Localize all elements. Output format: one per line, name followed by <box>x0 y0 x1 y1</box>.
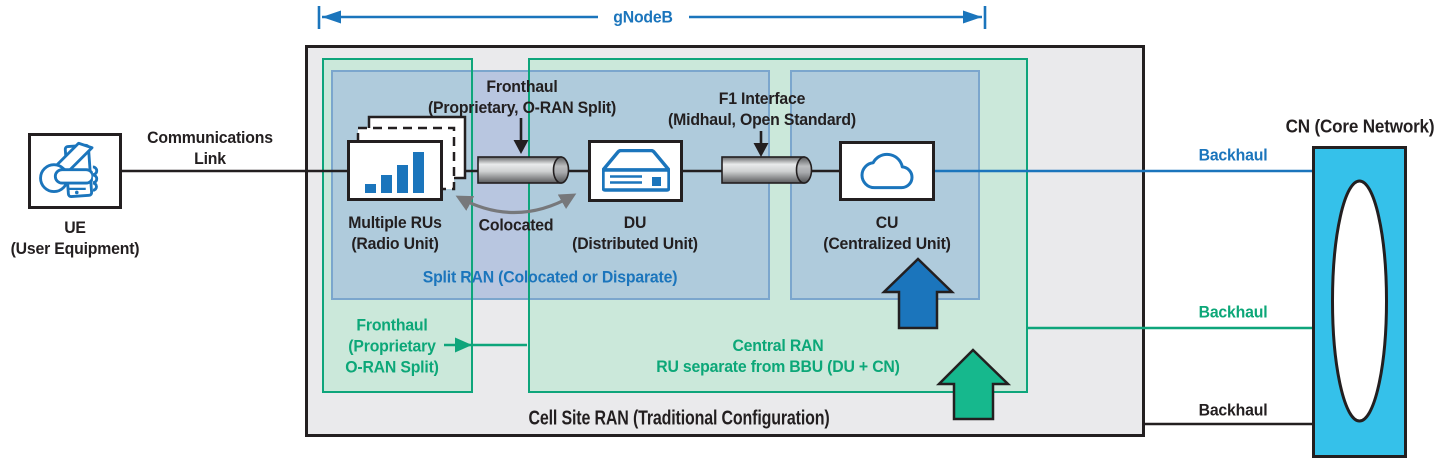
fronthaul-left-label: Fronthaul (Proprietary O-RAN Split) <box>345 315 439 377</box>
cu-node <box>839 141 935 201</box>
central-ran-label: Central RAN RU separate from BBU (DU + C… <box>656 336 900 376</box>
central-ran-region-border <box>528 58 1028 393</box>
colocated-label: Colocated <box>478 215 554 235</box>
fronthaul-green-region-border <box>322 58 473 393</box>
multiple-rus-label: Multiple RUs (Radio Unit) <box>348 213 442 253</box>
communications-link-label: Communications Link <box>147 128 273 168</box>
multiple-rus-node <box>347 140 443 201</box>
router-icon <box>601 149 670 192</box>
split-ran-up-arrow <box>880 257 956 330</box>
du-node <box>588 140 683 202</box>
split-ran-label: Split RAN (Colocated or Disparate) <box>422 267 678 287</box>
split-ran-strip <box>475 72 528 298</box>
f1-interface-label: F1 Interface (Midhaul, Open Standard) <box>668 89 856 129</box>
ue-node <box>28 133 122 209</box>
fronthaul-pipe <box>477 156 570 184</box>
cn-node <box>1312 146 1407 458</box>
backhaul-bottom-label: Backhaul <box>1198 400 1268 420</box>
backhaul-top-label: Backhaul <box>1198 145 1268 165</box>
cell-site-ran-label: Cell Site RAN (Traditional Configuration… <box>528 407 830 430</box>
cn-label: CN (Core Network) <box>1285 116 1435 137</box>
f1-down-arrow <box>753 131 769 157</box>
central-ran-up-arrow <box>935 348 1012 421</box>
gnodeb-label: gNodeB <box>613 7 673 27</box>
fronthaul-label: Fronthaul (Proprietary, O-RAN Split) <box>427 77 617 117</box>
fronthaul-down-arrow <box>513 118 529 154</box>
gnodeb-span-arrow <box>317 6 987 29</box>
split-ran-region-left <box>331 70 770 300</box>
f1-pipe <box>721 156 813 184</box>
cloud-icon <box>858 146 916 196</box>
signal-bars-icon <box>365 151 424 193</box>
core-network-ellipse <box>1331 179 1388 423</box>
fronthaul-pointer-arrow <box>444 337 527 353</box>
cu-label: CU (Centralized Unit) <box>823 213 951 253</box>
backhaul-middle-label: Backhaul <box>1198 302 1268 322</box>
split-ran-region-right <box>790 70 980 300</box>
phone-in-hand-icon <box>39 141 99 198</box>
ue-label: UE (User Equipment) <box>10 218 140 258</box>
du-label: DU (Distributed Unit) <box>572 213 698 253</box>
colocated-curved-arrow <box>455 193 577 215</box>
